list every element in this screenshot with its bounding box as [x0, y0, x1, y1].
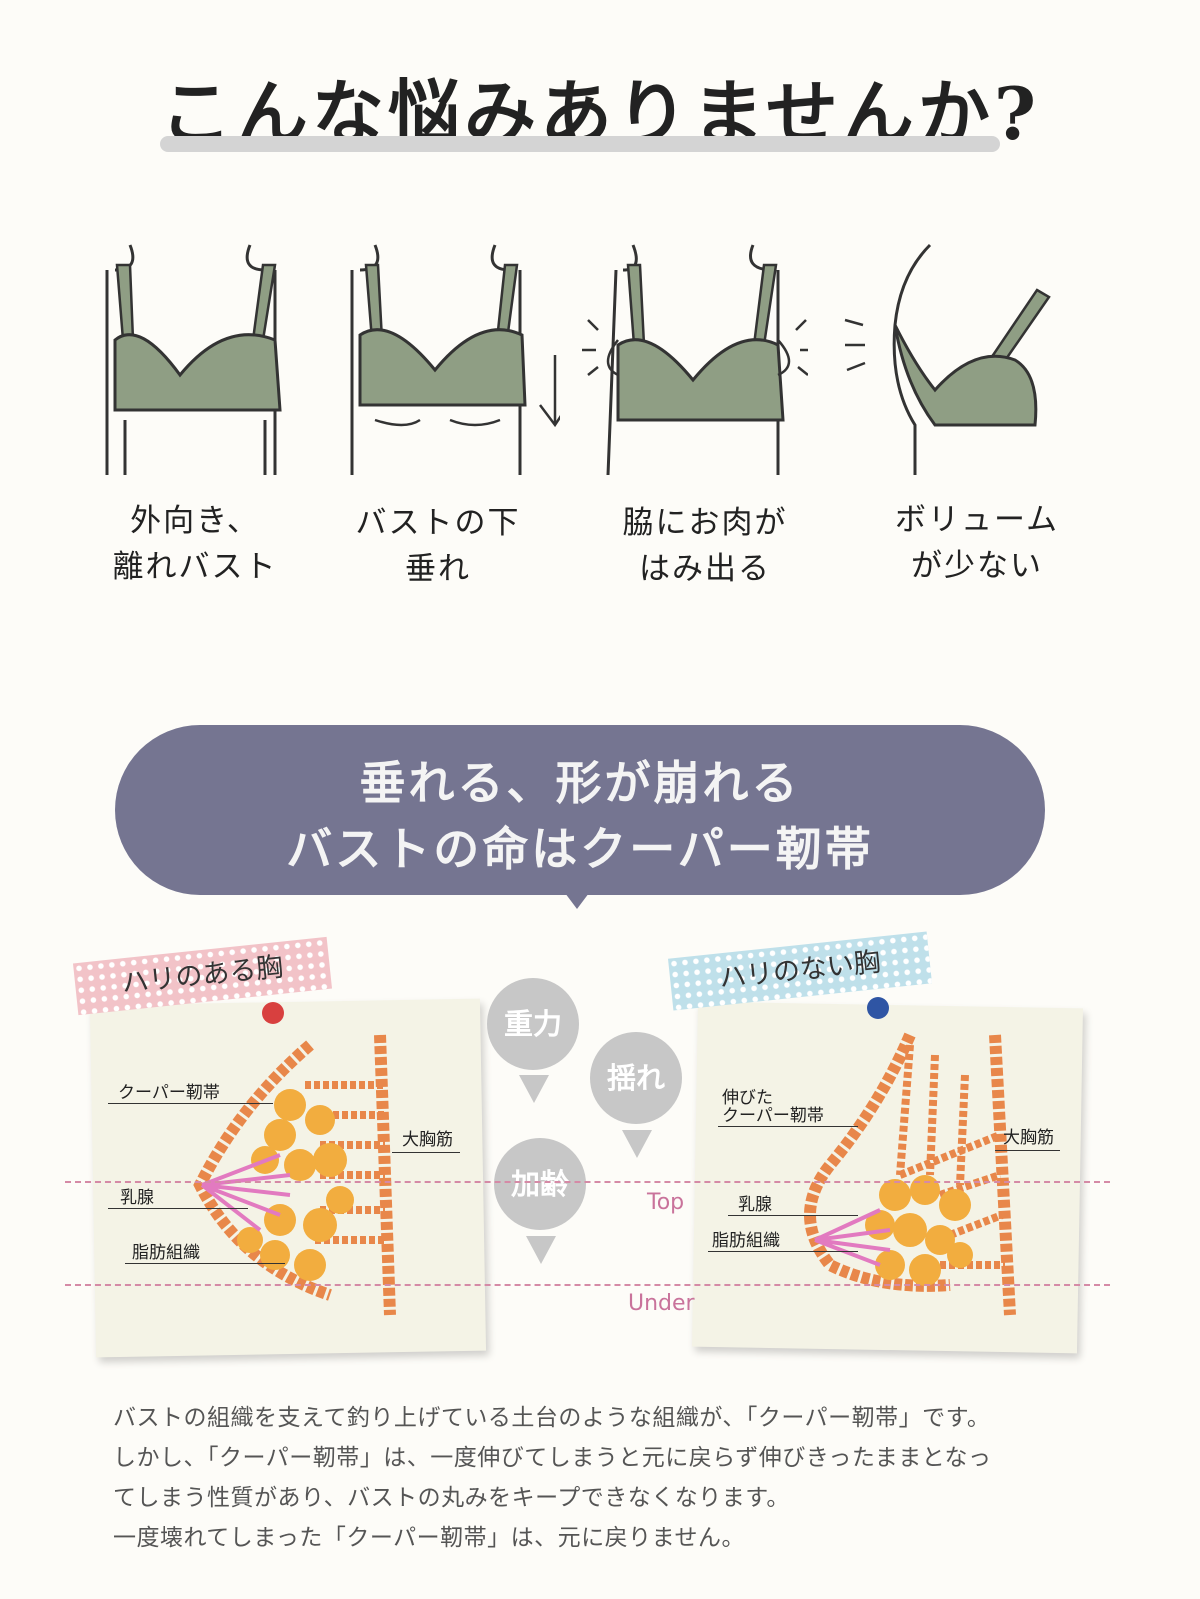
leader-line — [728, 1215, 858, 1216]
leader-line — [392, 1152, 460, 1153]
shake-circle: 揺れ — [590, 1032, 682, 1124]
gravity-circle: 重力 — [487, 978, 579, 1070]
label-cooper-ligament-left: クーパー靭帯 — [118, 1083, 220, 1103]
arrow-down-icon — [519, 1075, 549, 1103]
under-line-label: Under — [628, 1291, 695, 1316]
arrow-down-icon — [622, 1130, 652, 1158]
leader-line — [108, 1103, 273, 1104]
banner-line-2: バストの命はクーパー靭帯 — [286, 822, 874, 876]
label-pectoral-right: 大胸筋 — [1003, 1128, 1054, 1148]
problem-caption-sagging: バストの下 垂れ — [308, 500, 568, 592]
caption-line: 外向き、 — [130, 503, 260, 539]
leader-line — [108, 1208, 248, 1209]
problem-caption-outward: 外向き、 離れバスト — [65, 498, 325, 590]
top-line — [65, 1181, 1110, 1183]
title-underline — [160, 136, 1000, 152]
description-line: てしまう性質があり、バストの丸みをキープできなくなります。 — [113, 1485, 790, 1511]
bra-sagging-illustration — [350, 244, 560, 475]
caption-line: 離れバスト — [112, 549, 278, 585]
leader-line — [995, 1150, 1060, 1151]
bra-side-flesh-illustration — [582, 244, 808, 476]
aging-circle: 加齢 — [494, 1138, 586, 1230]
banner-line-1: 垂れる、形が崩れる — [359, 756, 801, 810]
label-fat-tissue-left: 脂肪組織 — [132, 1243, 200, 1263]
label-mammary-gland-right: 乳腺 — [738, 1195, 772, 1215]
problem-caption-side-flesh: 脇にお肉が はみ出る — [575, 500, 835, 592]
caption-line: が少ない — [911, 548, 1043, 584]
caption-line: 脇にお肉が — [622, 505, 788, 541]
description-paragraph: バストの組織を支えて釣り上げている土台のような組織が、「クーパー靭帯」です。 し… — [113, 1398, 1103, 1558]
under-line — [65, 1284, 1110, 1286]
sagging-bust-diagram — [804, 1032, 1016, 1316]
label-fat-tissue-right: 脂肪組織 — [712, 1231, 780, 1251]
description-line: 一度壊れてしまった「クーパー靭帯」は、元に戻りません。 — [113, 1525, 745, 1551]
caption-line: ボリューム — [894, 502, 1060, 538]
description-line: しかし、「クーパー靭帯」は、一度伸びてしまうと元に戻らず伸びきったままとなっ — [113, 1445, 992, 1471]
firm-bust-diagram — [193, 1034, 396, 1316]
sagging-bust-tape: ハリのない胸 — [667, 931, 933, 1011]
caption-line: はみ出る — [639, 551, 771, 587]
banner-pointer — [565, 893, 589, 909]
top-line-label: Top — [647, 1190, 685, 1215]
leader-line — [125, 1263, 285, 1264]
headline-banner — [115, 725, 1045, 895]
arrow-down-icon — [526, 1236, 556, 1264]
label-pectoral-left: 大胸筋 — [402, 1130, 453, 1150]
bra-low-volume-illustration — [844, 243, 1051, 475]
label-cooper-ligament-right: クーパー靭帯 — [722, 1106, 824, 1126]
caption-line: バストの下 — [355, 505, 521, 541]
blue-pin-icon — [867, 997, 889, 1019]
description-line: バストの組織を支えて釣り上げている土台のような組織が、「クーパー靭帯」です。 — [113, 1405, 991, 1431]
label-mammary-gland-left: 乳腺 — [120, 1188, 154, 1208]
problem-caption-low-volume: ボリューム が少ない — [847, 497, 1107, 589]
caption-line: 垂れ — [405, 551, 471, 587]
bra-outward-illustration — [105, 244, 282, 475]
leader-line — [718, 1126, 858, 1127]
label-stretched: 伸びた — [722, 1088, 773, 1108]
red-pin-icon — [262, 1002, 284, 1024]
leader-line — [708, 1251, 858, 1252]
